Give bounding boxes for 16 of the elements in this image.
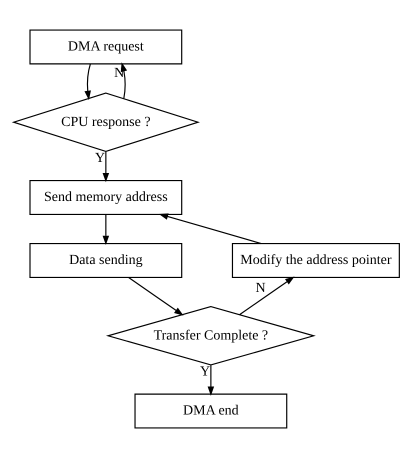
arrow	[102, 151, 109, 182]
edge-label: N	[254, 280, 266, 296]
arrow	[84, 63, 90, 100]
arrow	[128, 276, 184, 316]
arrow	[158, 212, 261, 244]
node-box: DMA request	[28, 28, 182, 64]
node-box: Data sending	[28, 242, 182, 278]
edge-label: Y	[199, 364, 210, 380]
arrow	[207, 364, 214, 396]
node-box: Modify the address pointer	[231, 242, 400, 278]
node-box: Send memory address	[28, 180, 182, 214]
arrow	[102, 214, 109, 245]
edge-label: Y	[94, 150, 105, 166]
arrow	[238, 276, 294, 315]
node-diamond: CPU response ?	[11, 92, 200, 152]
node-box: DMA end	[134, 393, 287, 428]
